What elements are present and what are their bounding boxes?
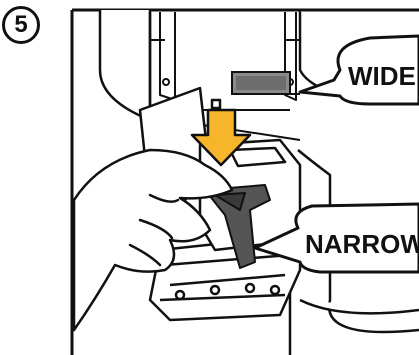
- narrow-label: NARROW: [305, 229, 419, 259]
- wide-label: WIDE: [348, 61, 416, 91]
- wide-tab: [232, 72, 300, 94]
